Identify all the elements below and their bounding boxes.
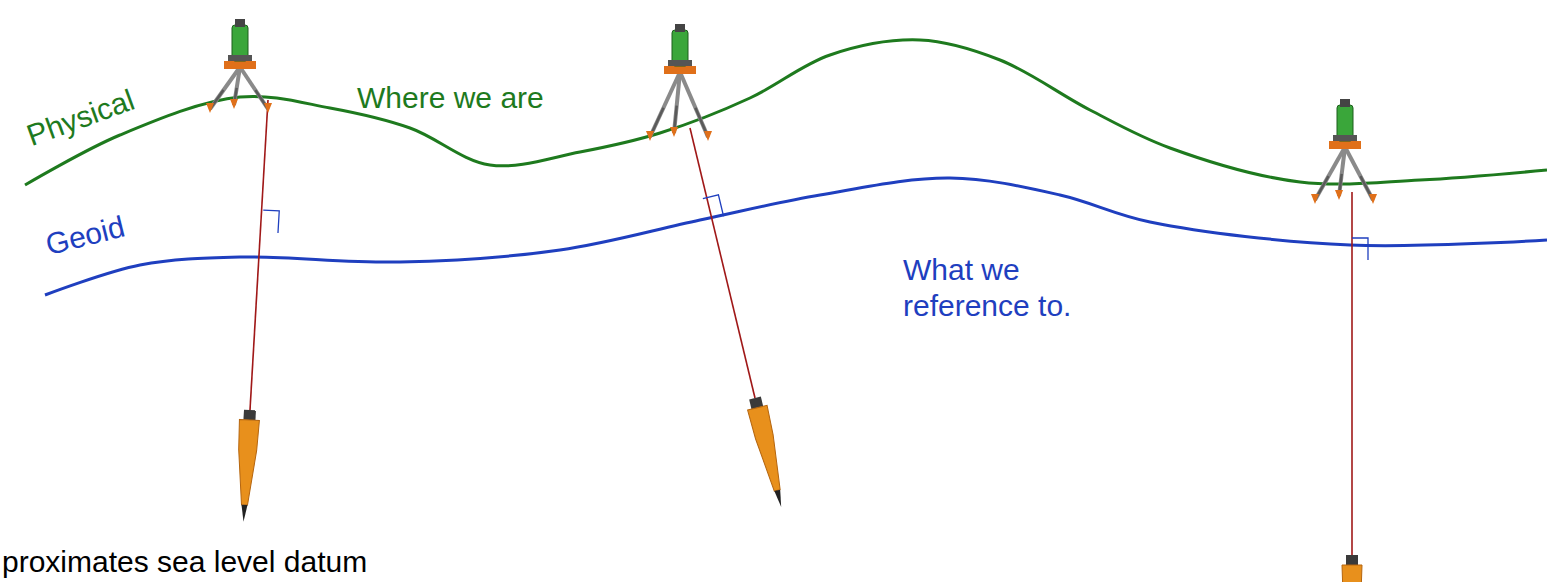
caption-note: proximates sea level datum xyxy=(2,544,367,580)
plumb-bob xyxy=(234,409,260,522)
physical-surface xyxy=(25,40,1547,185)
surface-note: Where we are xyxy=(357,80,544,116)
tripod xyxy=(206,19,272,113)
plumb-line xyxy=(690,128,755,398)
surface-note: What we reference to. xyxy=(903,252,1143,324)
tripod xyxy=(1311,99,1377,204)
plumb-bob xyxy=(745,396,791,510)
plumb-line xyxy=(250,100,268,410)
right-angle-mark xyxy=(703,195,724,220)
survey-station xyxy=(1311,99,1377,582)
survey-station xyxy=(206,19,279,522)
surface-label: Geoid xyxy=(42,209,128,263)
right-angle-mark xyxy=(262,210,279,233)
plumb-bob xyxy=(1342,555,1362,582)
surface-label: Physical xyxy=(22,82,139,154)
plumb-line xyxy=(1351,192,1353,555)
right-angle-mark xyxy=(1352,238,1368,260)
survey-station xyxy=(646,24,791,509)
geoid-surface xyxy=(45,178,1547,295)
tripod xyxy=(646,24,712,141)
